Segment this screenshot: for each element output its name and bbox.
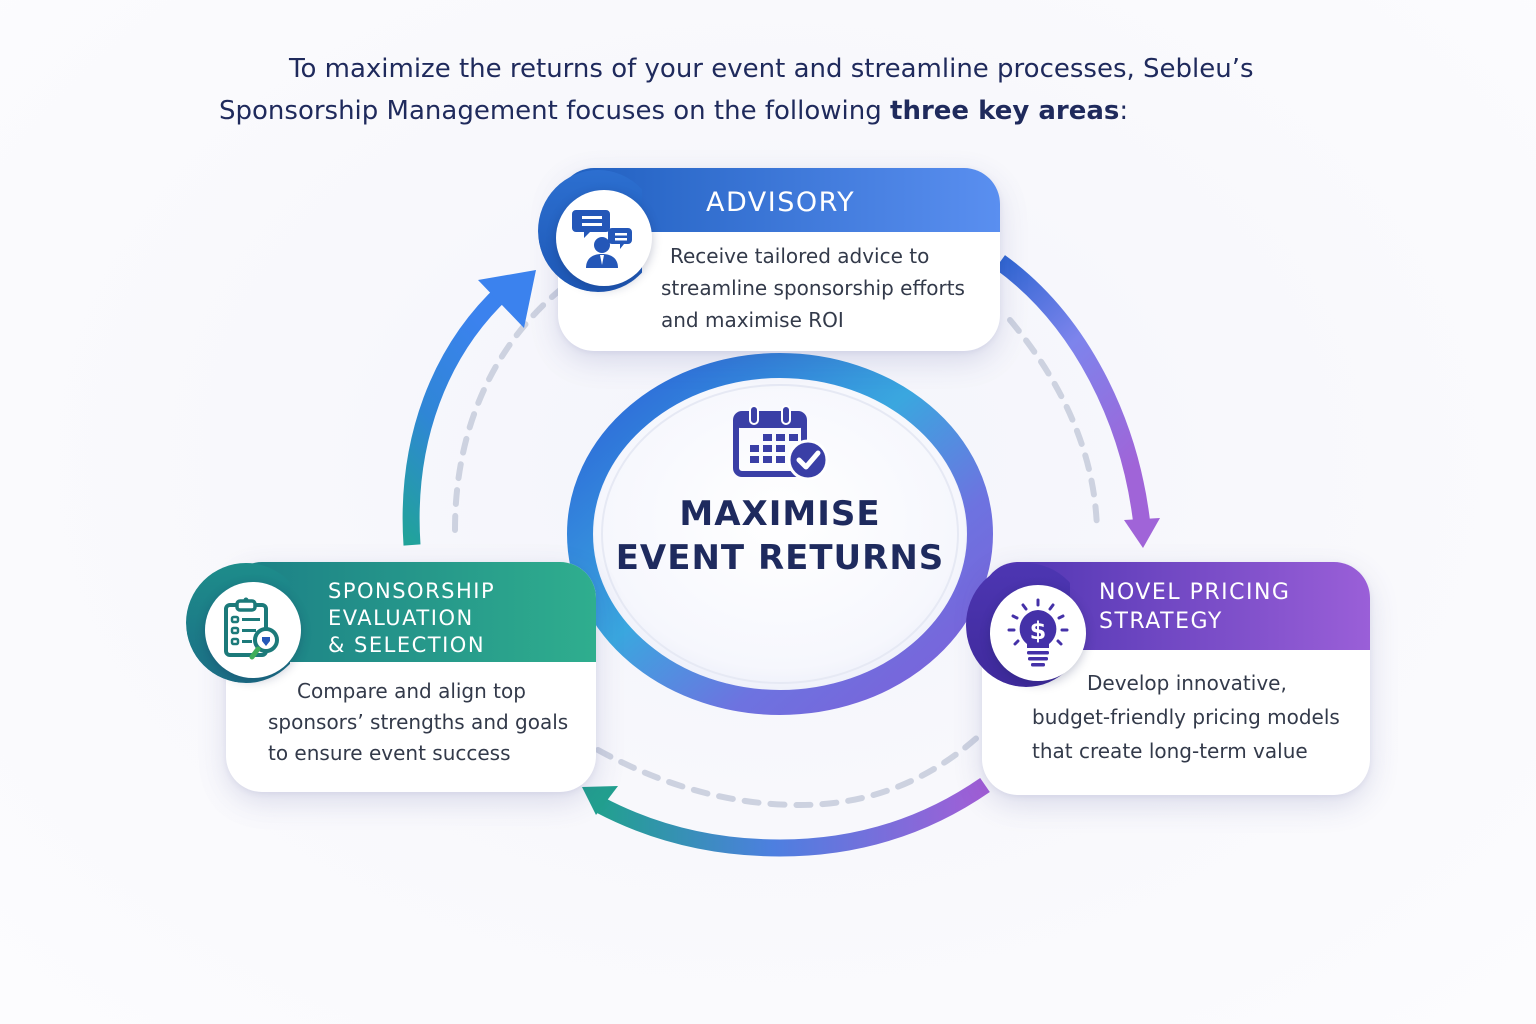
svg-text:$: $ xyxy=(1030,617,1047,645)
body-line: that create long-term value xyxy=(1032,739,1308,763)
body-line: budget-friendly pricing models xyxy=(1032,705,1340,729)
dashed-track xyxy=(452,287,1100,809)
intro-line-2-text: Sponsorship Management focuses on the fo… xyxy=(219,96,891,126)
title-line: STRATEGY xyxy=(1099,609,1223,634)
card-evaluation-description: Compare and align top sponsors’ strength… xyxy=(268,676,568,769)
card-advisory-description: Receive tailored advice to streamline sp… xyxy=(661,240,965,336)
intro-colon: : xyxy=(1119,96,1129,126)
center-ring xyxy=(567,353,993,715)
advisor-chat-icon xyxy=(556,190,652,286)
clipboard-search-icon xyxy=(205,582,301,678)
body-line: streamline sponsorship efforts xyxy=(661,276,965,300)
title-line: SPONSORSHIP xyxy=(328,579,496,603)
intro-line-1: To maximize the returns of your event an… xyxy=(289,54,1254,84)
title-line: & SELECTION xyxy=(328,633,486,657)
body-line: to ensure event success xyxy=(268,741,511,765)
calendar-check-icon xyxy=(733,404,829,481)
card-advisory-title: ADVISORY xyxy=(706,187,856,218)
intro-line-2: Sponsorship Management focuses on the fo… xyxy=(219,90,1128,132)
card-pricing-title: NOVEL PRICING STRATEGY xyxy=(1099,578,1290,636)
body-line: Receive tailored advice to xyxy=(670,244,930,268)
title-line: NOVEL PRICING xyxy=(1099,580,1291,605)
arrow-evaluation-to-advisory xyxy=(402,270,536,546)
body-line: Compare and align top xyxy=(297,679,526,703)
center-title-line-2: EVENT RETURNS xyxy=(615,538,945,578)
body-line: and maximise ROI xyxy=(661,308,844,332)
body-line: sponsors’ strengths and goals xyxy=(268,710,569,734)
card-evaluation-title: SPONSORSHIP EVALUATION & SELECTION xyxy=(328,578,495,659)
title-line: EVALUATION xyxy=(328,606,474,630)
intro-emphasis: three key areas xyxy=(890,96,1120,126)
card-pricing-description: Develop innovative, budget-friendly pric… xyxy=(1032,666,1340,768)
body-line: Develop innovative, xyxy=(1087,671,1287,695)
center-title-line-1: MAXIMISE xyxy=(679,494,881,534)
arrow-pricing-to-evaluation xyxy=(582,778,990,857)
arrow-advisory-to-pricing xyxy=(995,255,1160,548)
lightbulb-dollar-icon: $ xyxy=(990,585,1086,681)
